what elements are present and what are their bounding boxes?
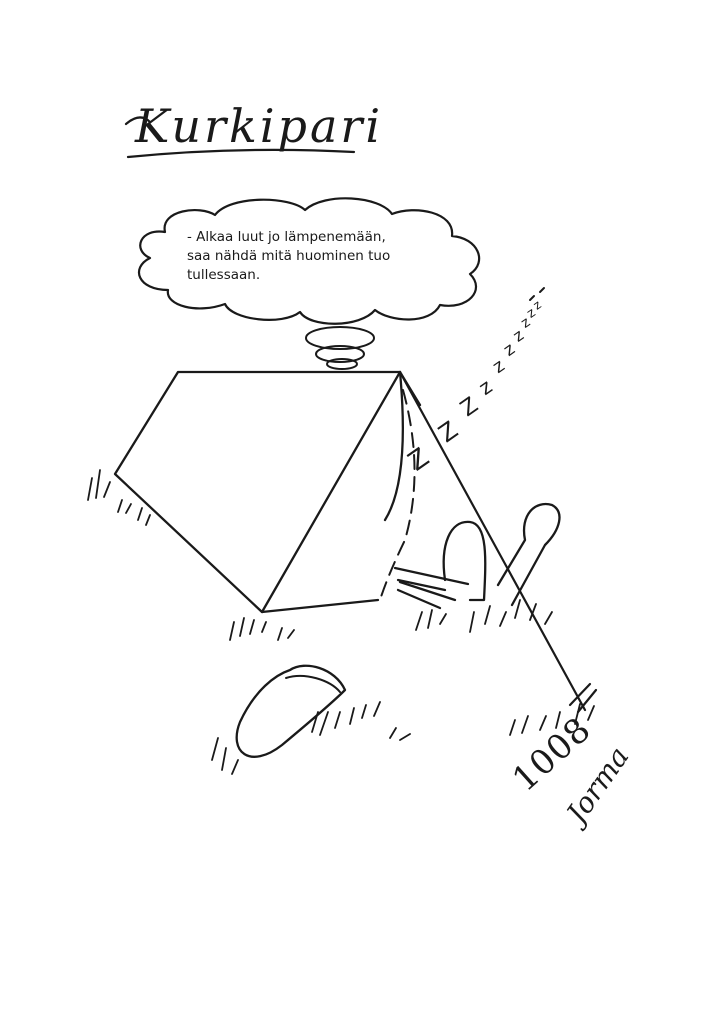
thought-line-1: - Alkaa luut jo lämpenemään, — [187, 229, 386, 245]
snore-trail-dots — [529, 287, 545, 301]
thought-bubble-medium — [315, 345, 365, 363]
leg-left — [393, 566, 470, 602]
grass-tufts — [87, 469, 595, 775]
thought-bubble-small — [326, 358, 358, 370]
foot-right — [496, 502, 561, 607]
thought-bubble-large — [305, 326, 375, 350]
title-underline — [126, 148, 356, 159]
thought-line-3: tullessaan. — [187, 267, 261, 283]
tent-front — [113, 370, 402, 614]
thought-text: - Alkaa luut jo lämpenemään, saa nähdä m… — [187, 228, 427, 285]
lying-figure-brim — [285, 674, 341, 693]
comic-title: Kurkipari — [135, 99, 384, 153]
thought-line-2: saa nähdä mitä huominen tuo — [187, 248, 391, 264]
lying-figure — [235, 664, 347, 758]
tent-bottom — [260, 598, 380, 614]
foot-left — [442, 520, 487, 602]
tent-side-edge — [383, 370, 404, 522]
leg-right — [396, 578, 447, 610]
tent-opening-dashed — [379, 389, 416, 601]
guy-rope — [398, 370, 587, 712]
title-flourish — [124, 116, 152, 126]
thought-cloud — [138, 197, 481, 325]
tent-peg — [568, 682, 598, 714]
